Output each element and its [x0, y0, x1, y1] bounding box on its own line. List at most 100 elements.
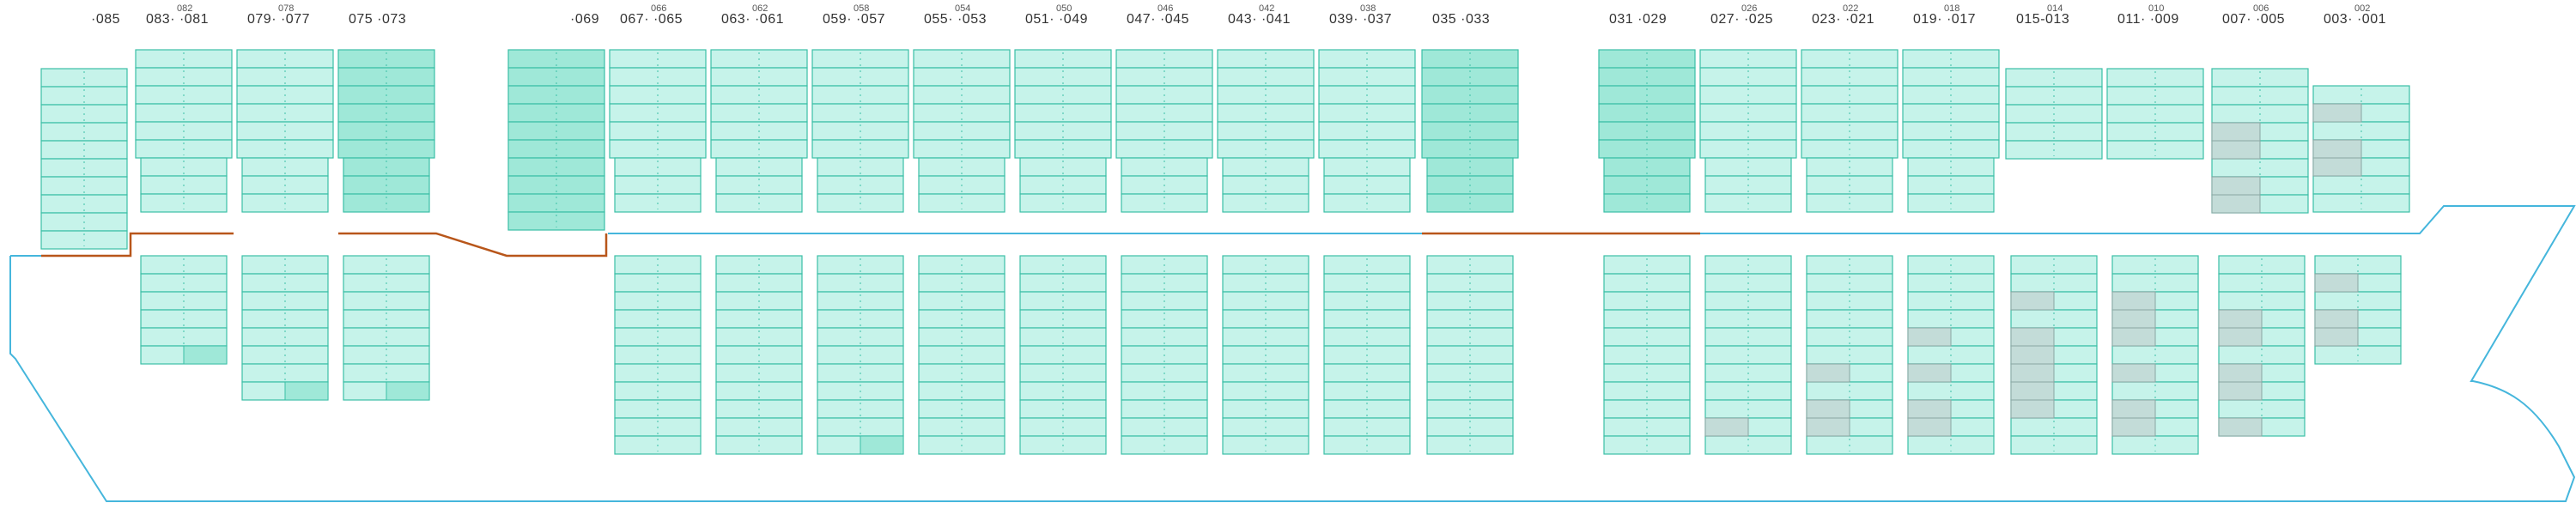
- deck-lower-stack-12[interactable]: [1222, 157, 1309, 213]
- hold-stack-17-grey-cell[interactable]: [1806, 399, 1850, 419]
- bay-label-14: 035 ·033: [1432, 12, 1491, 27]
- deck-stack-22-grey-cell[interactable]: [2312, 157, 2362, 177]
- deck-stack-8[interactable]: [811, 49, 909, 159]
- hold-stack-21-grey-cell[interactable]: [2218, 327, 2263, 347]
- hold-stack-11[interactable]: [1121, 255, 1208, 455]
- deck-stack-14[interactable]: [1421, 49, 1519, 159]
- deck-lower-stack-4[interactable]: [343, 157, 430, 213]
- hold-stack-4-occupied-cell[interactable]: [386, 381, 430, 401]
- deck-stack-21-grey-cell[interactable]: [2211, 194, 2261, 214]
- hold-stack-19-grey-cell[interactable]: [2010, 327, 2055, 347]
- hold-stack-20-grey-cell[interactable]: [2111, 291, 2156, 311]
- hold-stack-18-grey-cell[interactable]: [1907, 399, 1952, 419]
- hold-stack-19-grey-cell[interactable]: [2010, 381, 2055, 401]
- deck-stack-5[interactable]: [507, 49, 605, 231]
- hold-stack-19[interactable]: [2010, 255, 2098, 455]
- hold-stack-19-grey-cell[interactable]: [2010, 399, 2055, 419]
- deck-stack-1[interactable]: [40, 68, 128, 250]
- deck-lower-stack-9[interactable]: [918, 157, 1005, 213]
- hold-stack-2[interactable]: [140, 255, 228, 365]
- deck-stack-21[interactable]: [2211, 68, 2309, 214]
- deck-stack-11[interactable]: [1115, 49, 1213, 159]
- hold-stack-22-grey-cell[interactable]: [2314, 273, 2359, 293]
- hold-stack-22[interactable]: [2314, 255, 2402, 365]
- hold-stack-17[interactable]: [1806, 255, 1893, 455]
- hold-stack-20[interactable]: [2111, 255, 2199, 455]
- deck-lower-stack-7[interactable]: [715, 157, 803, 213]
- hold-stack-20-grey-cell[interactable]: [2111, 417, 2156, 437]
- hold-stack-3-occupied-cell[interactable]: [284, 381, 329, 401]
- hold-stack-17-grey-cell[interactable]: [1806, 363, 1850, 383]
- deck-stack-18[interactable]: [1902, 49, 2000, 159]
- deck-stack-21-grey-cell[interactable]: [2211, 122, 2261, 142]
- deck-stack-22[interactable]: [2312, 85, 2410, 213]
- hold-stack-20-grey-cell[interactable]: [2111, 363, 2156, 383]
- hold-stack-8-occupied-cell[interactable]: [860, 435, 904, 455]
- deck-stack-2[interactable]: [135, 49, 233, 159]
- hold-stack-21-grey-cell[interactable]: [2218, 309, 2263, 329]
- hold-stack-16-grey-cell[interactable]: [1704, 417, 1749, 437]
- deck-stack-17[interactable]: [1801, 49, 1899, 159]
- deck-stack-16[interactable]: [1699, 49, 1797, 159]
- deck-stack-22-grey-cell[interactable]: [2312, 139, 2362, 159]
- hold-stack-19-grey-cell[interactable]: [2010, 345, 2055, 365]
- hold-stack-17-grey-cell[interactable]: [1806, 417, 1850, 437]
- hold-stack-18[interactable]: [1907, 255, 1995, 455]
- hold-stack-20-grey-cell[interactable]: [2111, 327, 2156, 347]
- hold-stack-8[interactable]: [817, 255, 904, 455]
- deck-lower-stack-2[interactable]: [140, 157, 228, 213]
- deck-stack-15[interactable]: [1598, 49, 1696, 159]
- hold-stack-22-grey-cell[interactable]: [2314, 327, 2359, 347]
- deck-stack-4[interactable]: [337, 49, 435, 159]
- deck-stack-10[interactable]: [1014, 49, 1112, 159]
- deck-stack-20[interactable]: [2106, 68, 2204, 160]
- hold-stack-7[interactable]: [715, 255, 803, 455]
- hold-stack-20-grey-cell[interactable]: [2111, 399, 2156, 419]
- hold-stack-2-occupied-cell[interactable]: [183, 345, 228, 365]
- deck-lower-stack-15[interactable]: [1603, 157, 1691, 213]
- hold-stack-6[interactable]: [614, 255, 702, 455]
- deck-stack-3[interactable]: [236, 49, 334, 159]
- hold-stack-18-grey-cell[interactable]: [1907, 363, 1952, 383]
- deck-stack-12[interactable]: [1217, 49, 1315, 159]
- hold-stack-4[interactable]: [343, 255, 430, 401]
- bay-label-1: ·085: [91, 12, 121, 27]
- deck-lower-stack-11[interactable]: [1121, 157, 1208, 213]
- hold-stack-19-grey-cell[interactable]: [2010, 363, 2055, 383]
- deck-stack-7[interactable]: [710, 49, 808, 159]
- deck-stack-19[interactable]: [2005, 68, 2103, 160]
- deck-lower-stack-18[interactable]: [1907, 157, 1995, 213]
- hold-stack-21[interactable]: [2218, 255, 2306, 437]
- deck-lower-stack-16[interactable]: [1704, 157, 1792, 213]
- hold-stack-10[interactable]: [1019, 255, 1107, 455]
- deck-stack-6[interactable]: [609, 49, 707, 159]
- hold-stack-3[interactable]: [241, 255, 329, 401]
- hold-stack-21-grey-cell[interactable]: [2218, 363, 2263, 383]
- hold-stack-22-grey-cell[interactable]: [2314, 309, 2359, 329]
- deck-lower-stack-13[interactable]: [1323, 157, 1411, 213]
- deck-lower-stack-10[interactable]: [1019, 157, 1107, 213]
- deck-lower-stack-6[interactable]: [614, 157, 702, 213]
- deck-lower-stack-8[interactable]: [817, 157, 904, 213]
- hold-stack-13[interactable]: [1323, 255, 1411, 455]
- deck-lower-stack-14[interactable]: [1426, 157, 1514, 213]
- deck-stack-13[interactable]: [1318, 49, 1416, 159]
- deck-lower-stack-17[interactable]: [1806, 157, 1893, 213]
- deck-stack-21-grey-cell[interactable]: [2211, 176, 2261, 196]
- bay-label-6: 067· ·065: [620, 12, 683, 27]
- hold-stack-20-grey-cell[interactable]: [2111, 309, 2156, 329]
- hold-stack-14[interactable]: [1426, 255, 1514, 455]
- hold-stack-18-grey-cell[interactable]: [1907, 327, 1952, 347]
- deck-lower-stack-3[interactable]: [241, 157, 329, 213]
- hold-stack-9[interactable]: [918, 255, 1005, 455]
- hold-stack-12[interactable]: [1222, 255, 1309, 455]
- hold-stack-18-grey-cell[interactable]: [1907, 417, 1952, 437]
- deck-stack-22-grey-cell[interactable]: [2312, 103, 2362, 123]
- hold-stack-19-grey-cell[interactable]: [2010, 291, 2055, 311]
- hold-stack-21-grey-cell[interactable]: [2218, 417, 2263, 437]
- deck-stack-9[interactable]: [913, 49, 1011, 159]
- hold-stack-15[interactable]: [1603, 255, 1691, 455]
- hold-stack-16[interactable]: [1704, 255, 1792, 455]
- hold-stack-21-grey-cell[interactable]: [2218, 381, 2263, 401]
- deck-stack-21-grey-cell[interactable]: [2211, 140, 2261, 160]
